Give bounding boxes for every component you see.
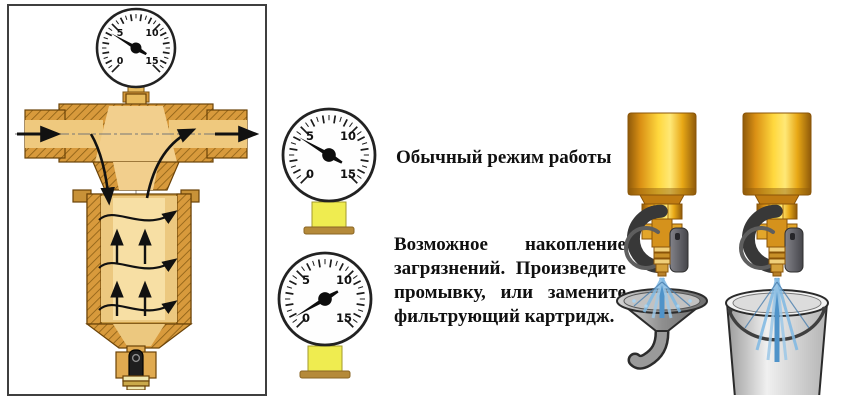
funnel-spout	[630, 327, 667, 368]
gauge-label-5: 5	[302, 273, 310, 287]
cartridge-core	[113, 198, 165, 320]
diagram-pressure-gauge: 0 5 10 15	[95, 7, 177, 103]
gauge-ticks	[289, 115, 369, 184]
clogged-filter-gauge: 0 5 10 15	[277, 251, 373, 379]
gauge-stand-flange	[303, 226, 355, 235]
gauge-label-15: 15	[340, 167, 356, 181]
splash-drops	[632, 299, 692, 308]
water-spray	[744, 277, 810, 362]
gauge-label-5: 5	[306, 129, 314, 143]
caption-clogged-filter: Возможное накопление загрязнений. Произв…	[394, 234, 626, 327]
flush-into-bucket-illustration	[725, 100, 829, 395]
bowl-wall-hatch-left	[86, 193, 102, 325]
filter-head	[24, 93, 248, 191]
drain-valve	[115, 345, 157, 390]
gauge-label-0: 0	[302, 311, 310, 325]
handle-mount	[727, 308, 733, 314]
gauge-ticks	[102, 14, 170, 73]
gauge-label-10: 10	[336, 273, 352, 287]
flow-arrows	[15, 125, 260, 316]
gauge-ticks	[285, 259, 365, 328]
gauge-label-15: 15	[336, 311, 352, 325]
gauge-needle	[298, 137, 343, 164]
taper-bore	[113, 162, 159, 190]
gauge-label-5: 5	[117, 28, 124, 39]
filter-cross-section-diagram: 0 5 10 15	[15, 7, 260, 390]
gauge-stand	[307, 345, 343, 373]
swirl-arrow	[98, 300, 178, 315]
gauge-label-15: 15	[145, 56, 158, 67]
gauge-needle	[294, 290, 339, 317]
gauge-label-0: 0	[117, 56, 124, 67]
flow-down-arrow	[89, 133, 115, 206]
bowl-bottom-bore	[113, 324, 165, 346]
gauge-label-0: 0	[306, 167, 314, 181]
normal-operation-gauge: 0 5 10 15	[281, 107, 377, 235]
drain-barb-3	[126, 385, 146, 390]
gauge-label-10: 10	[340, 129, 356, 143]
handle-mount	[821, 306, 827, 312]
gauge-stand-flange	[299, 370, 351, 379]
filter-cross-section-panel: 0 5 10 15	[7, 4, 267, 396]
bowl-wall-hatch-right	[176, 193, 192, 325]
gauge-stand	[311, 201, 347, 229]
gauge-label-10: 10	[145, 28, 159, 39]
swirl-arrow	[98, 258, 178, 273]
drain-barb-1	[122, 375, 150, 382]
flow-up-out-arrow	[145, 128, 197, 199]
swirl-arrow	[98, 210, 178, 225]
gauge-needle	[111, 33, 147, 56]
caption-normal-mode: Обычный режим работы	[396, 147, 612, 168]
filter-bowl	[72, 189, 200, 349]
drain-handle-ring	[131, 353, 141, 363]
flush-into-funnel-illustration	[616, 100, 708, 370]
drain-barb-2	[122, 380, 150, 387]
